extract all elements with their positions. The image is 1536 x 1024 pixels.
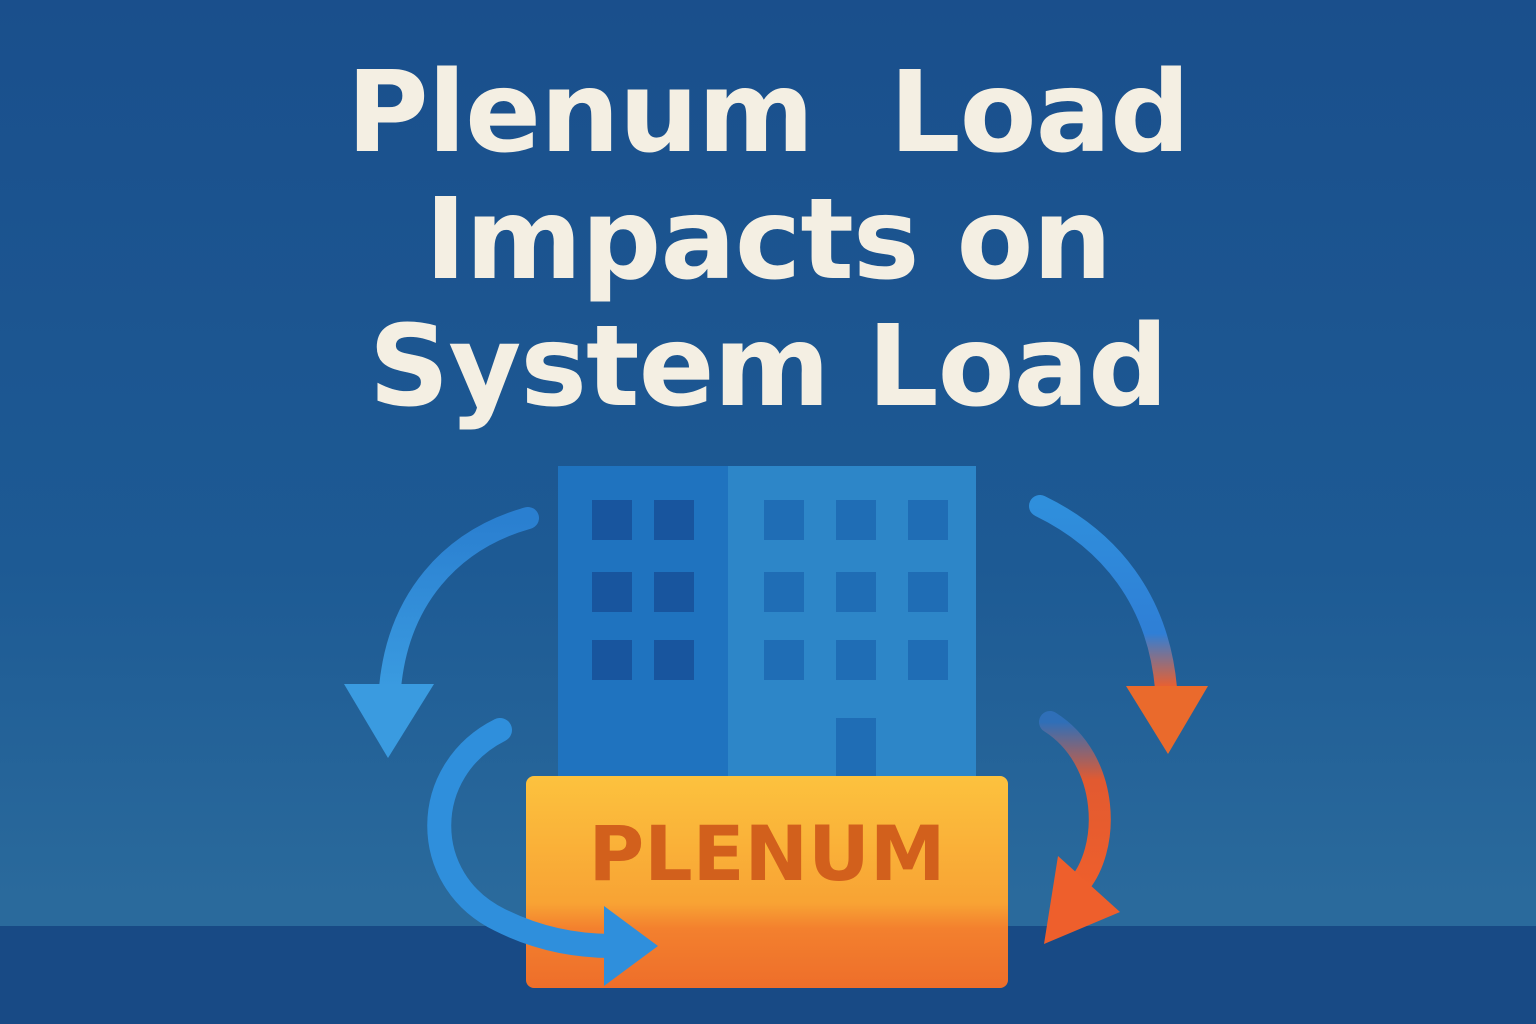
title-line-1: Plenum Load	[346, 48, 1191, 178]
building-icon	[558, 466, 976, 786]
curved-arrow-right-icon	[1029, 495, 1208, 754]
return-arrow-right-icon	[1039, 711, 1120, 944]
plenum-box: PLENUM	[526, 776, 1008, 988]
return-arrow-left-icon	[427, 718, 658, 986]
title-line-3: System Load	[368, 302, 1169, 432]
curved-arrow-left-icon	[344, 507, 539, 758]
title-line-2: Impacts on	[424, 175, 1112, 305]
plenum-label: PLENUM	[589, 809, 946, 898]
page-title: Plenum Load Impacts on System Load	[0, 50, 1536, 431]
